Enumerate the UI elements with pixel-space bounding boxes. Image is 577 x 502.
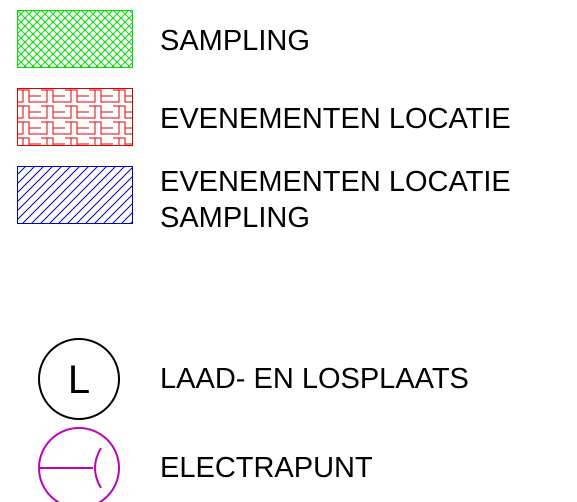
sampling-swatch [17,10,133,68]
loading-point-glyph: L [68,358,90,402]
electrical-point-icon [38,427,120,502]
evenementen-locatie-sampling-label-line1: EVENEMENTEN LOCATIE [160,166,511,198]
sampling-label: SAMPLING [160,25,310,57]
evenementen-locatie-sampling-swatch [17,166,133,224]
evenementen-locatie-sampling-label-line2: SAMPLING [160,202,310,234]
electrapunt-label: ELECTRAPUNT [160,452,373,484]
evenementen-locatie-swatch [17,88,133,146]
laad-en-losplaats-label: LAAD- EN LOSPLAATS [160,363,469,395]
loading-point-icon: L [38,338,120,420]
evenementen-locatie-label: EVENEMENTEN LOCATIE [160,103,511,135]
